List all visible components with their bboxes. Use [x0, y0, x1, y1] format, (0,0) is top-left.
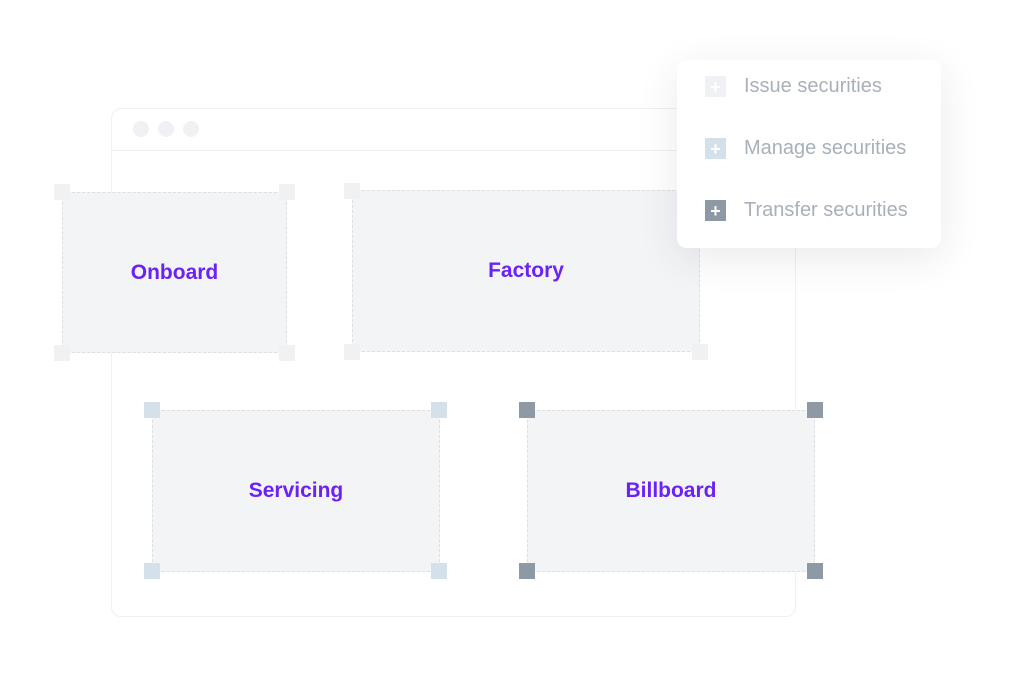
- block-label: Factory: [488, 259, 564, 282]
- block-label: Billboard: [625, 479, 717, 502]
- block-label: Servicing: [248, 479, 344, 502]
- block-label: Onboard: [130, 260, 219, 284]
- menu-item-label: Issue securities: [744, 75, 882, 97]
- block-billboard[interactable]: Billboard: [527, 410, 815, 572]
- window-dot: [158, 121, 174, 137]
- resize-handle[interactable]: [279, 345, 295, 361]
- securities-menu: + Issue securities + Manage securities +…: [677, 60, 941, 248]
- resize-handle[interactable]: [144, 563, 160, 579]
- resize-handle[interactable]: [519, 402, 535, 418]
- resize-handle[interactable]: [279, 184, 295, 200]
- resize-handle[interactable]: [144, 402, 160, 418]
- block-onboard[interactable]: Onboard: [62, 192, 287, 353]
- resize-handle[interactable]: [54, 345, 70, 361]
- menu-item-issue-securities[interactable]: + Issue securities: [705, 75, 882, 98]
- window-dot: [133, 121, 149, 137]
- window-dot: [183, 121, 199, 137]
- resize-handle[interactable]: [344, 344, 360, 360]
- resize-handle[interactable]: [431, 563, 447, 579]
- window-titlebar: [112, 109, 795, 151]
- resize-handle[interactable]: [807, 402, 823, 418]
- block-servicing[interactable]: Servicing: [152, 410, 440, 572]
- menu-item-label: Manage securities: [744, 137, 907, 159]
- plus-icon: +: [705, 138, 726, 159]
- resize-handle[interactable]: [807, 563, 823, 579]
- resize-handle[interactable]: [344, 183, 360, 199]
- resize-handle[interactable]: [519, 563, 535, 579]
- resize-handle[interactable]: [692, 344, 708, 360]
- menu-item-transfer-securities[interactable]: + Transfer securities: [705, 199, 908, 222]
- resize-handle[interactable]: [431, 402, 447, 418]
- menu-item-manage-securities[interactable]: + Manage securities: [705, 137, 906, 160]
- plus-icon: +: [705, 76, 726, 97]
- resize-handle[interactable]: [54, 184, 70, 200]
- plus-icon: +: [705, 200, 726, 221]
- block-factory[interactable]: Factory: [352, 190, 700, 352]
- menu-item-label: Transfer securities: [744, 199, 908, 221]
